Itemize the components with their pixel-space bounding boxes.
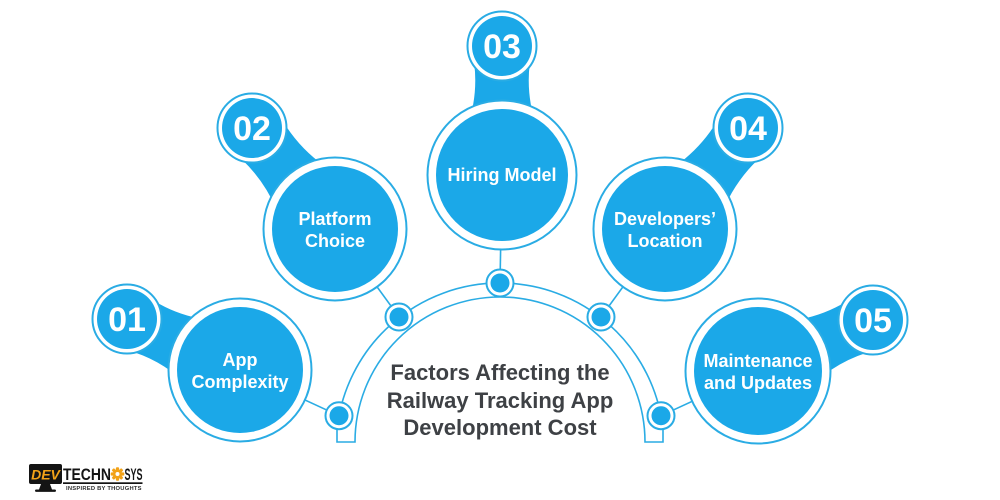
factor-circle [602, 166, 728, 292]
factor-04: 04 Developers’ Location [592, 92, 784, 302]
logo-sys-text: SYS [125, 465, 143, 484]
factor-label-line2: Location [628, 231, 703, 251]
logo-underline [63, 482, 143, 484]
factor-number: 01 [108, 301, 146, 339]
node-dot [490, 273, 510, 293]
node-dot [651, 406, 671, 426]
factor-01: 01 App Complexity [91, 283, 313, 443]
factor-label-line1: Platform [298, 209, 371, 229]
arch-band [336, 282, 664, 443]
logo-tagline: INSPIRED BY THOUGHTS [66, 486, 143, 492]
infographic-title: Factors Affecting the Railway Tracking A… [387, 360, 614, 440]
arch-node [485, 268, 515, 298]
title-line-1: Factors Affecting the [390, 360, 609, 385]
factor-number: 04 [729, 110, 767, 148]
number-badge [718, 98, 778, 158]
arch-node [324, 401, 354, 431]
factor-number: 02 [233, 110, 271, 148]
logo: DEV TECHN SYS INSPIRED BY THOUGHTS [29, 464, 143, 492]
number-badge [222, 98, 282, 158]
arch-node [384, 302, 414, 332]
logo-monitor-icon [29, 464, 62, 484]
node-dot [329, 406, 349, 426]
factor-label-line1: Maintenance [703, 351, 812, 371]
logo-monitor-stand [39, 484, 52, 490]
factor-label-line1: App [223, 350, 258, 370]
node-dot [591, 307, 611, 327]
factor-number: 05 [854, 302, 892, 340]
logo-techn-text: TECHN [63, 465, 111, 484]
number-badge [97, 289, 157, 349]
factor-number: 03 [483, 28, 521, 66]
factor-02: 02 Platform Choice [216, 92, 408, 302]
title-line-3: Development Cost [403, 415, 597, 440]
factor-05: 05 Maintenance and Updates [684, 284, 909, 445]
factor-label-line2: Complexity [191, 372, 288, 392]
arch-node [586, 302, 616, 332]
arch-node [646, 401, 676, 431]
factor-circle [272, 166, 398, 292]
factor-circle [177, 307, 303, 433]
factor-03: 03 Hiring Model [426, 10, 578, 251]
node-dot [389, 307, 409, 327]
logo-gear-icon [110, 467, 125, 481]
factor-circle [694, 307, 822, 435]
logo-dev-text: DEV [31, 467, 61, 483]
number-badge [472, 16, 532, 76]
factor-circle [436, 109, 568, 241]
number-badge [843, 290, 903, 350]
factor-label-line2: and Updates [704, 373, 812, 393]
title-line-2: Railway Tracking App [387, 388, 614, 413]
factor-label-line2: Choice [305, 231, 365, 251]
factor-label-line1: Hiring Model [448, 165, 557, 185]
logo-monitor-base [35, 489, 56, 492]
arch-nodes [324, 268, 676, 431]
factor-label-line1: Developers’ [614, 209, 716, 229]
